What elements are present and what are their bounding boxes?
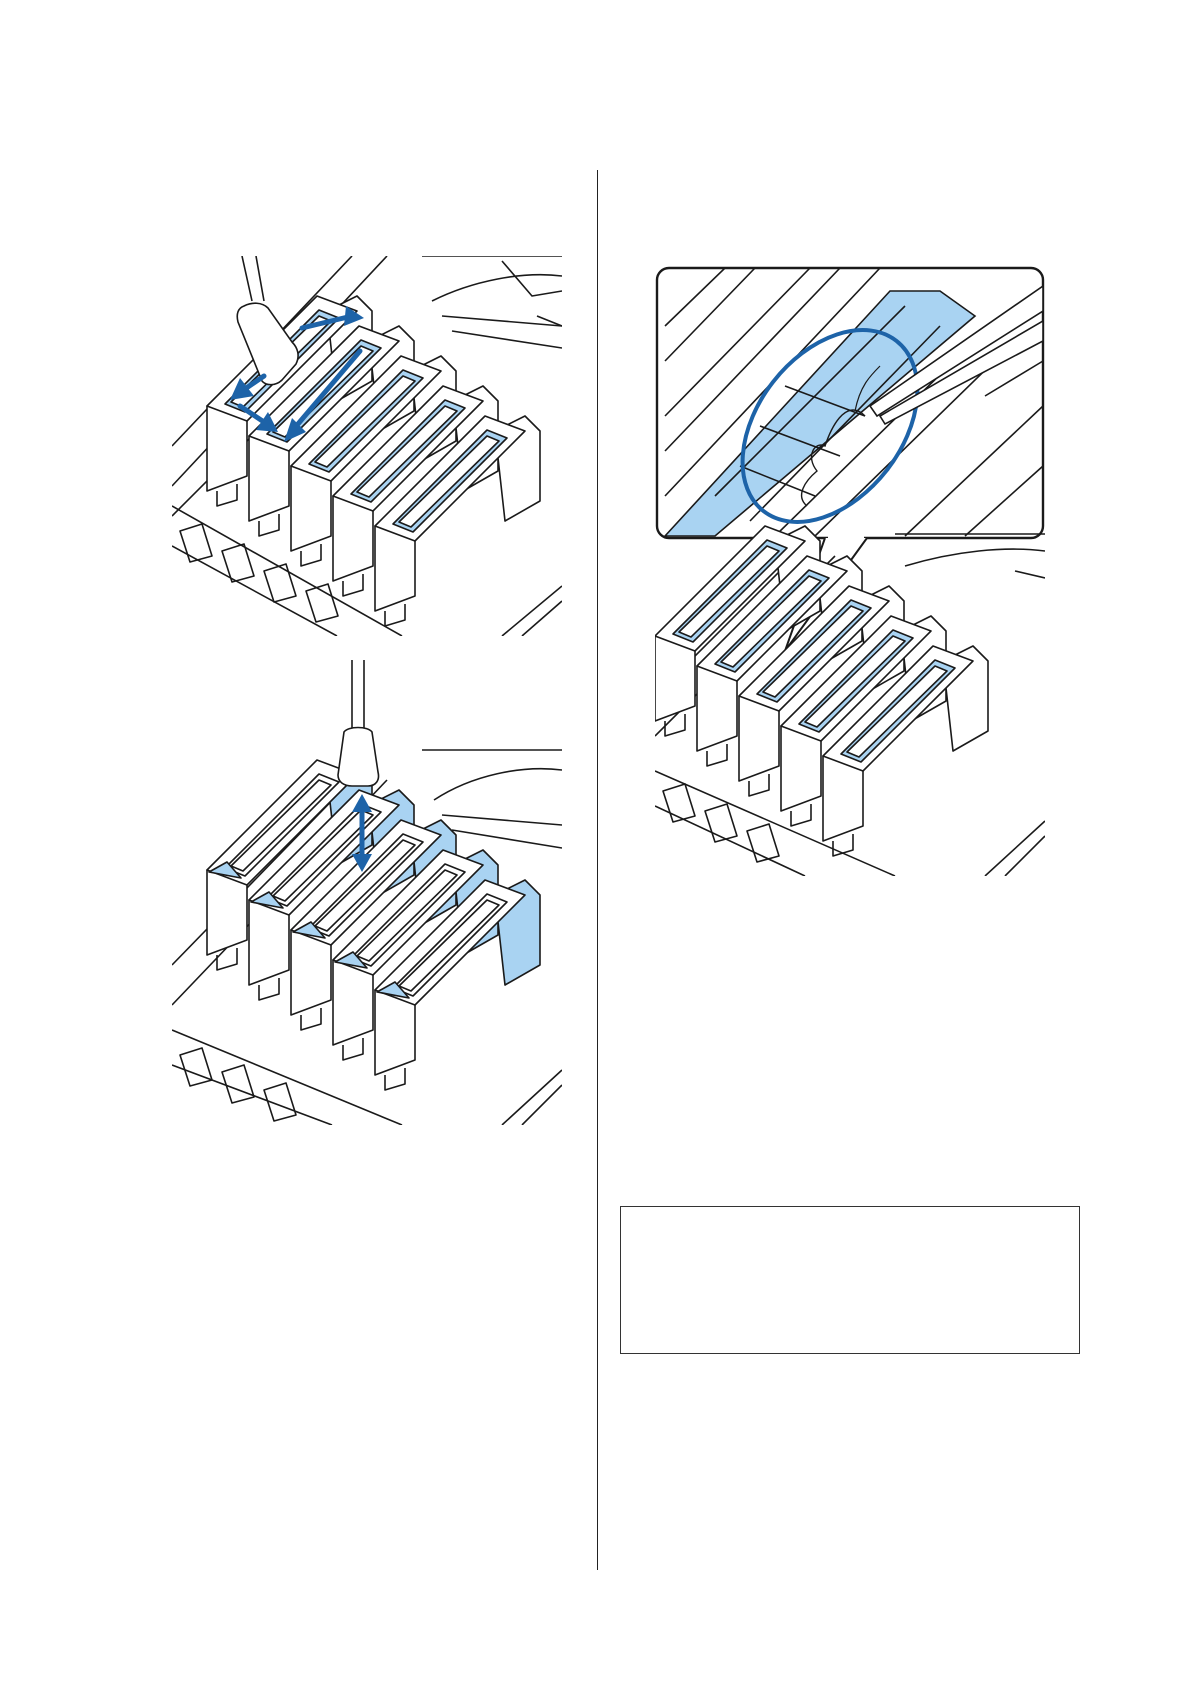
remove-lint-zoom-illustration <box>655 266 1045 876</box>
column-divider <box>597 170 598 1570</box>
wipe-cap-edges-illustration <box>172 256 562 636</box>
note-box <box>620 1206 1080 1354</box>
wipe-cap-guide-illustration <box>172 660 562 1125</box>
